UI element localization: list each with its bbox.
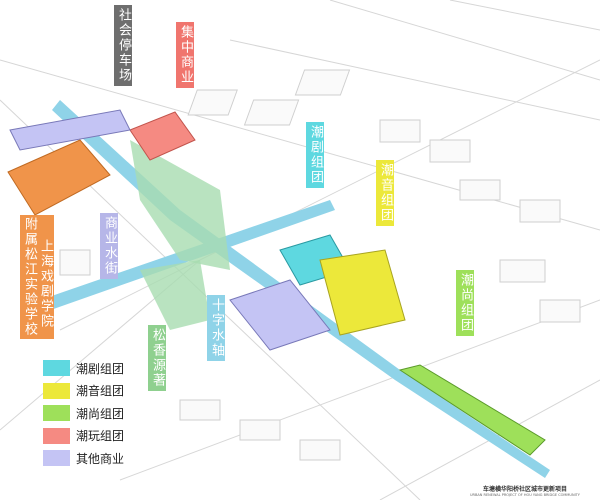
legend-item: 其他商业 — [43, 447, 124, 470]
label-school: 上海戏剧学院 附属松江实验学校 — [20, 215, 54, 339]
label-sound-cluster: 潮音组团 — [376, 160, 394, 226]
legend-swatch — [43, 360, 70, 377]
label-songxiang: 松香源著 — [148, 325, 166, 391]
legend-item: 潮尚组团 — [43, 402, 124, 425]
label-commerce: 集中商业 — [176, 22, 194, 88]
label-cross-axis: 十字水轴 — [207, 295, 225, 361]
legend-label: 潮剧组团 — [76, 361, 125, 376]
legend-item: 潮剧组团 — [43, 357, 124, 380]
other-commerce-block — [229, 279, 331, 351]
school-block — [7, 139, 111, 216]
label-fashion-cluster: 潮尚组团 — [456, 270, 474, 336]
buildings — [59, 69, 581, 461]
label-opera-cluster: 潮剧组团 — [306, 122, 324, 188]
commerce-block — [129, 111, 196, 161]
label-school-line2: 附属松江实验学校 — [22, 217, 37, 337]
legend-label: 潮尚组团 — [76, 406, 125, 421]
footer: 车塘横华阳桥社区城市更新项目 URBAN RENEWAL PROJECT OF … — [470, 484, 580, 497]
legend-item: 潮玩组团 — [43, 425, 124, 448]
legend-label: 其他商业 — [76, 451, 125, 466]
songxiang-green — [140, 260, 210, 330]
sound-cluster — [319, 249, 406, 336]
label-water-street: 商业水街 — [100, 213, 118, 279]
legend-label: 潮音组团 — [76, 384, 125, 399]
legend-swatch — [43, 405, 70, 422]
label-parking: 社会停车场 — [114, 5, 132, 86]
legend-swatch — [43, 450, 70, 467]
canal-diagonal — [52, 100, 550, 478]
water-street-shops — [9, 109, 131, 151]
legend: 潮剧组团 潮音组团 潮尚组团 潮玩组团 其他商业 — [43, 357, 124, 470]
footer-subtitle: URBAN RENEWAL PROJECT OF HOU YANG BRIDGE… — [470, 493, 580, 497]
legend-item: 潮音组团 — [43, 380, 124, 403]
label-school-line1: 上海戏剧学院 — [38, 239, 53, 329]
legend-swatch — [43, 382, 70, 399]
footer-title: 车塘横华阳桥社区城市更新项目 — [482, 486, 567, 493]
fashion-cluster — [398, 364, 546, 456]
green-corridor — [130, 140, 230, 270]
legend-label: 潮玩组团 — [76, 429, 125, 444]
legend-swatch — [43, 427, 70, 444]
